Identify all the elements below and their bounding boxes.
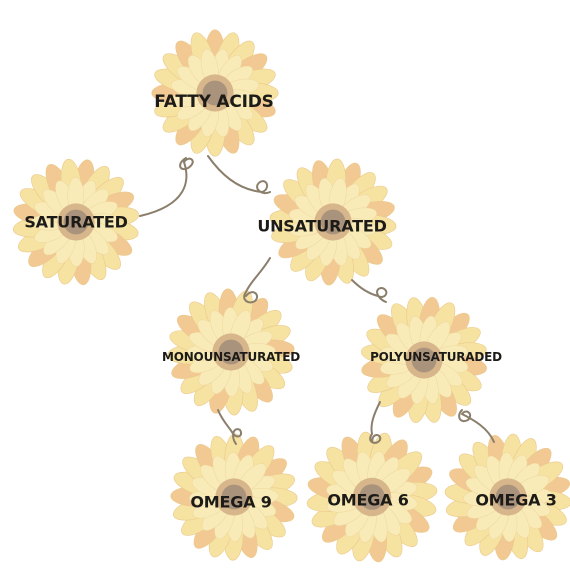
connector-unsaturated-poly bbox=[351, 279, 388, 303]
connector-fatty-saturated bbox=[139, 157, 194, 217]
connector-poly-omega6 bbox=[369, 401, 382, 444]
node-omega-6: OMEGA 6 bbox=[327, 490, 409, 510]
connector-poly-omega3 bbox=[458, 409, 495, 443]
sunflower-icon bbox=[306, 431, 438, 563]
connector-fatty-unsaturated bbox=[207, 155, 271, 194]
sunflower-icon bbox=[167, 288, 295, 416]
node-omega-9: OMEGA 9 bbox=[190, 492, 272, 512]
connector-mono-omega9 bbox=[217, 409, 242, 445]
sunflower-icon bbox=[444, 433, 570, 561]
sunflower-icon bbox=[12, 158, 140, 286]
node-monounsaturated: MONOUNSATURATED bbox=[161, 350, 301, 364]
node-saturated: SATURATED bbox=[24, 212, 128, 232]
node-omega-3: OMEGA 3 bbox=[475, 490, 557, 510]
node-polyunsaturated: POLYUNSATURADED bbox=[370, 350, 502, 364]
node-fatty-acids: FATTY ACIDS bbox=[154, 92, 274, 112]
sunflower-icon bbox=[361, 297, 487, 423]
connector-unsaturated-mono bbox=[243, 257, 271, 304]
sunflower-icon bbox=[170, 433, 298, 561]
sunflower-icon bbox=[151, 29, 279, 157]
sunflower-icon bbox=[269, 158, 397, 286]
node-unsaturated: UNSATURATED bbox=[257, 216, 387, 236]
